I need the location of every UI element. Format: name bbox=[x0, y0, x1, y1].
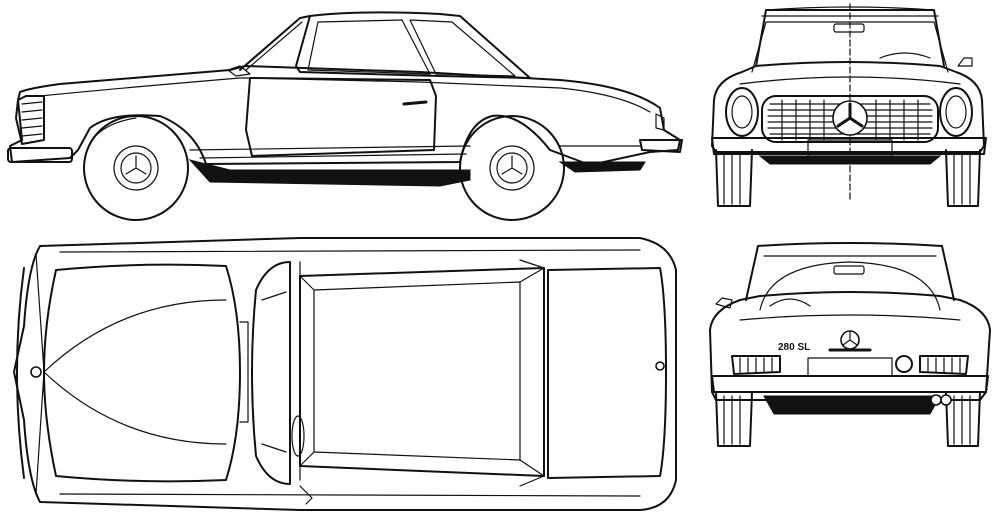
side-door-window bbox=[307, 19, 431, 75]
rear-left-taillight bbox=[731, 355, 781, 375]
side-door-handle bbox=[402, 100, 428, 106]
side-windshield-frame bbox=[245, 21, 303, 71]
side-front-wheel bbox=[83, 115, 189, 221]
side-front-bumper bbox=[7, 147, 73, 163]
top-windshield bbox=[251, 261, 291, 485]
top-hardtop-inner bbox=[313, 281, 521, 461]
side-rear-light bbox=[655, 113, 665, 131]
top-wiper-trim bbox=[239, 321, 249, 423]
rear-side-mirror bbox=[715, 297, 733, 309]
side-rear-wheel bbox=[459, 115, 565, 221]
side-rear-underbody-shadow bbox=[558, 161, 646, 173]
top-front-bumper bbox=[16, 267, 25, 479]
side-front-grille bbox=[15, 95, 45, 145]
front-bumper bbox=[711, 137, 987, 155]
side-door bbox=[245, 77, 437, 157]
rear-view: 280 SL bbox=[709, 242, 991, 447]
rear-window bbox=[759, 261, 941, 311]
front-grille bbox=[761, 95, 939, 143]
rear-left-tire bbox=[715, 391, 753, 447]
front-body-outline bbox=[711, 61, 985, 153]
top-dash bbox=[261, 291, 287, 453]
front-steering-wheel bbox=[879, 52, 931, 59]
side-rear-bumper bbox=[639, 139, 683, 153]
side-mirror bbox=[227, 65, 251, 77]
rear-exhaust bbox=[930, 394, 952, 406]
front-under-shadow bbox=[758, 155, 942, 165]
front-star-emblem bbox=[832, 100, 868, 136]
rear-steering-wheel bbox=[769, 298, 811, 307]
top-star-emblem bbox=[30, 366, 42, 378]
top-body-crease-lower bbox=[59, 493, 641, 497]
rear-right-tire bbox=[945, 391, 981, 447]
top-hardtop bbox=[299, 267, 545, 477]
rear-body-outline bbox=[709, 291, 991, 401]
top-side-mirror bbox=[299, 485, 313, 505]
rear-reverse-lamp bbox=[895, 355, 913, 373]
top-hood-bulge bbox=[43, 299, 227, 445]
rear-trunk-line bbox=[739, 314, 961, 321]
top-steering-wheel bbox=[291, 415, 305, 457]
front-view bbox=[711, 3, 987, 207]
top-rear-star bbox=[655, 361, 665, 371]
front-hood-line bbox=[739, 76, 961, 85]
rear-model-badge: 280 SL bbox=[778, 342, 810, 353]
front-right-tire bbox=[945, 149, 981, 207]
top-side-window-upper bbox=[299, 259, 545, 277]
side-trim-lower bbox=[199, 153, 467, 159]
front-side-mirror bbox=[957, 57, 973, 67]
side-trim-upper bbox=[189, 145, 641, 151]
side-rear-quarter-window bbox=[409, 19, 516, 77]
rear-hardtop bbox=[745, 242, 955, 301]
top-side-window-lower bbox=[299, 465, 545, 487]
side-view bbox=[7, 11, 683, 221]
rear-star-emblem bbox=[840, 330, 860, 350]
side-windshield bbox=[239, 15, 311, 71]
front-rearview-mirror bbox=[833, 23, 865, 33]
rear-right-taillight bbox=[919, 355, 969, 375]
top-hardtop-corners bbox=[299, 267, 545, 477]
side-beltline bbox=[39, 77, 651, 113]
top-body-outline bbox=[13, 237, 677, 511]
top-hood bbox=[43, 263, 241, 483]
top-body-crease-upper bbox=[59, 249, 641, 253]
side-body-outline bbox=[9, 65, 681, 166]
rear-interior-mirror bbox=[833, 265, 865, 275]
side-hardtop-roof bbox=[295, 11, 531, 79]
front-left-tire bbox=[715, 149, 753, 207]
top-trunk-lid bbox=[547, 267, 667, 479]
rear-under-shadow bbox=[763, 395, 941, 415]
side-grille-bars bbox=[21, 101, 43, 137]
front-left-headlamp bbox=[725, 87, 759, 137]
side-underbody-shadow bbox=[188, 159, 471, 187]
top-view bbox=[13, 237, 677, 511]
front-right-headlamp bbox=[939, 87, 973, 137]
rear-bumper bbox=[711, 375, 989, 393]
rear-license-plate bbox=[807, 357, 893, 377]
